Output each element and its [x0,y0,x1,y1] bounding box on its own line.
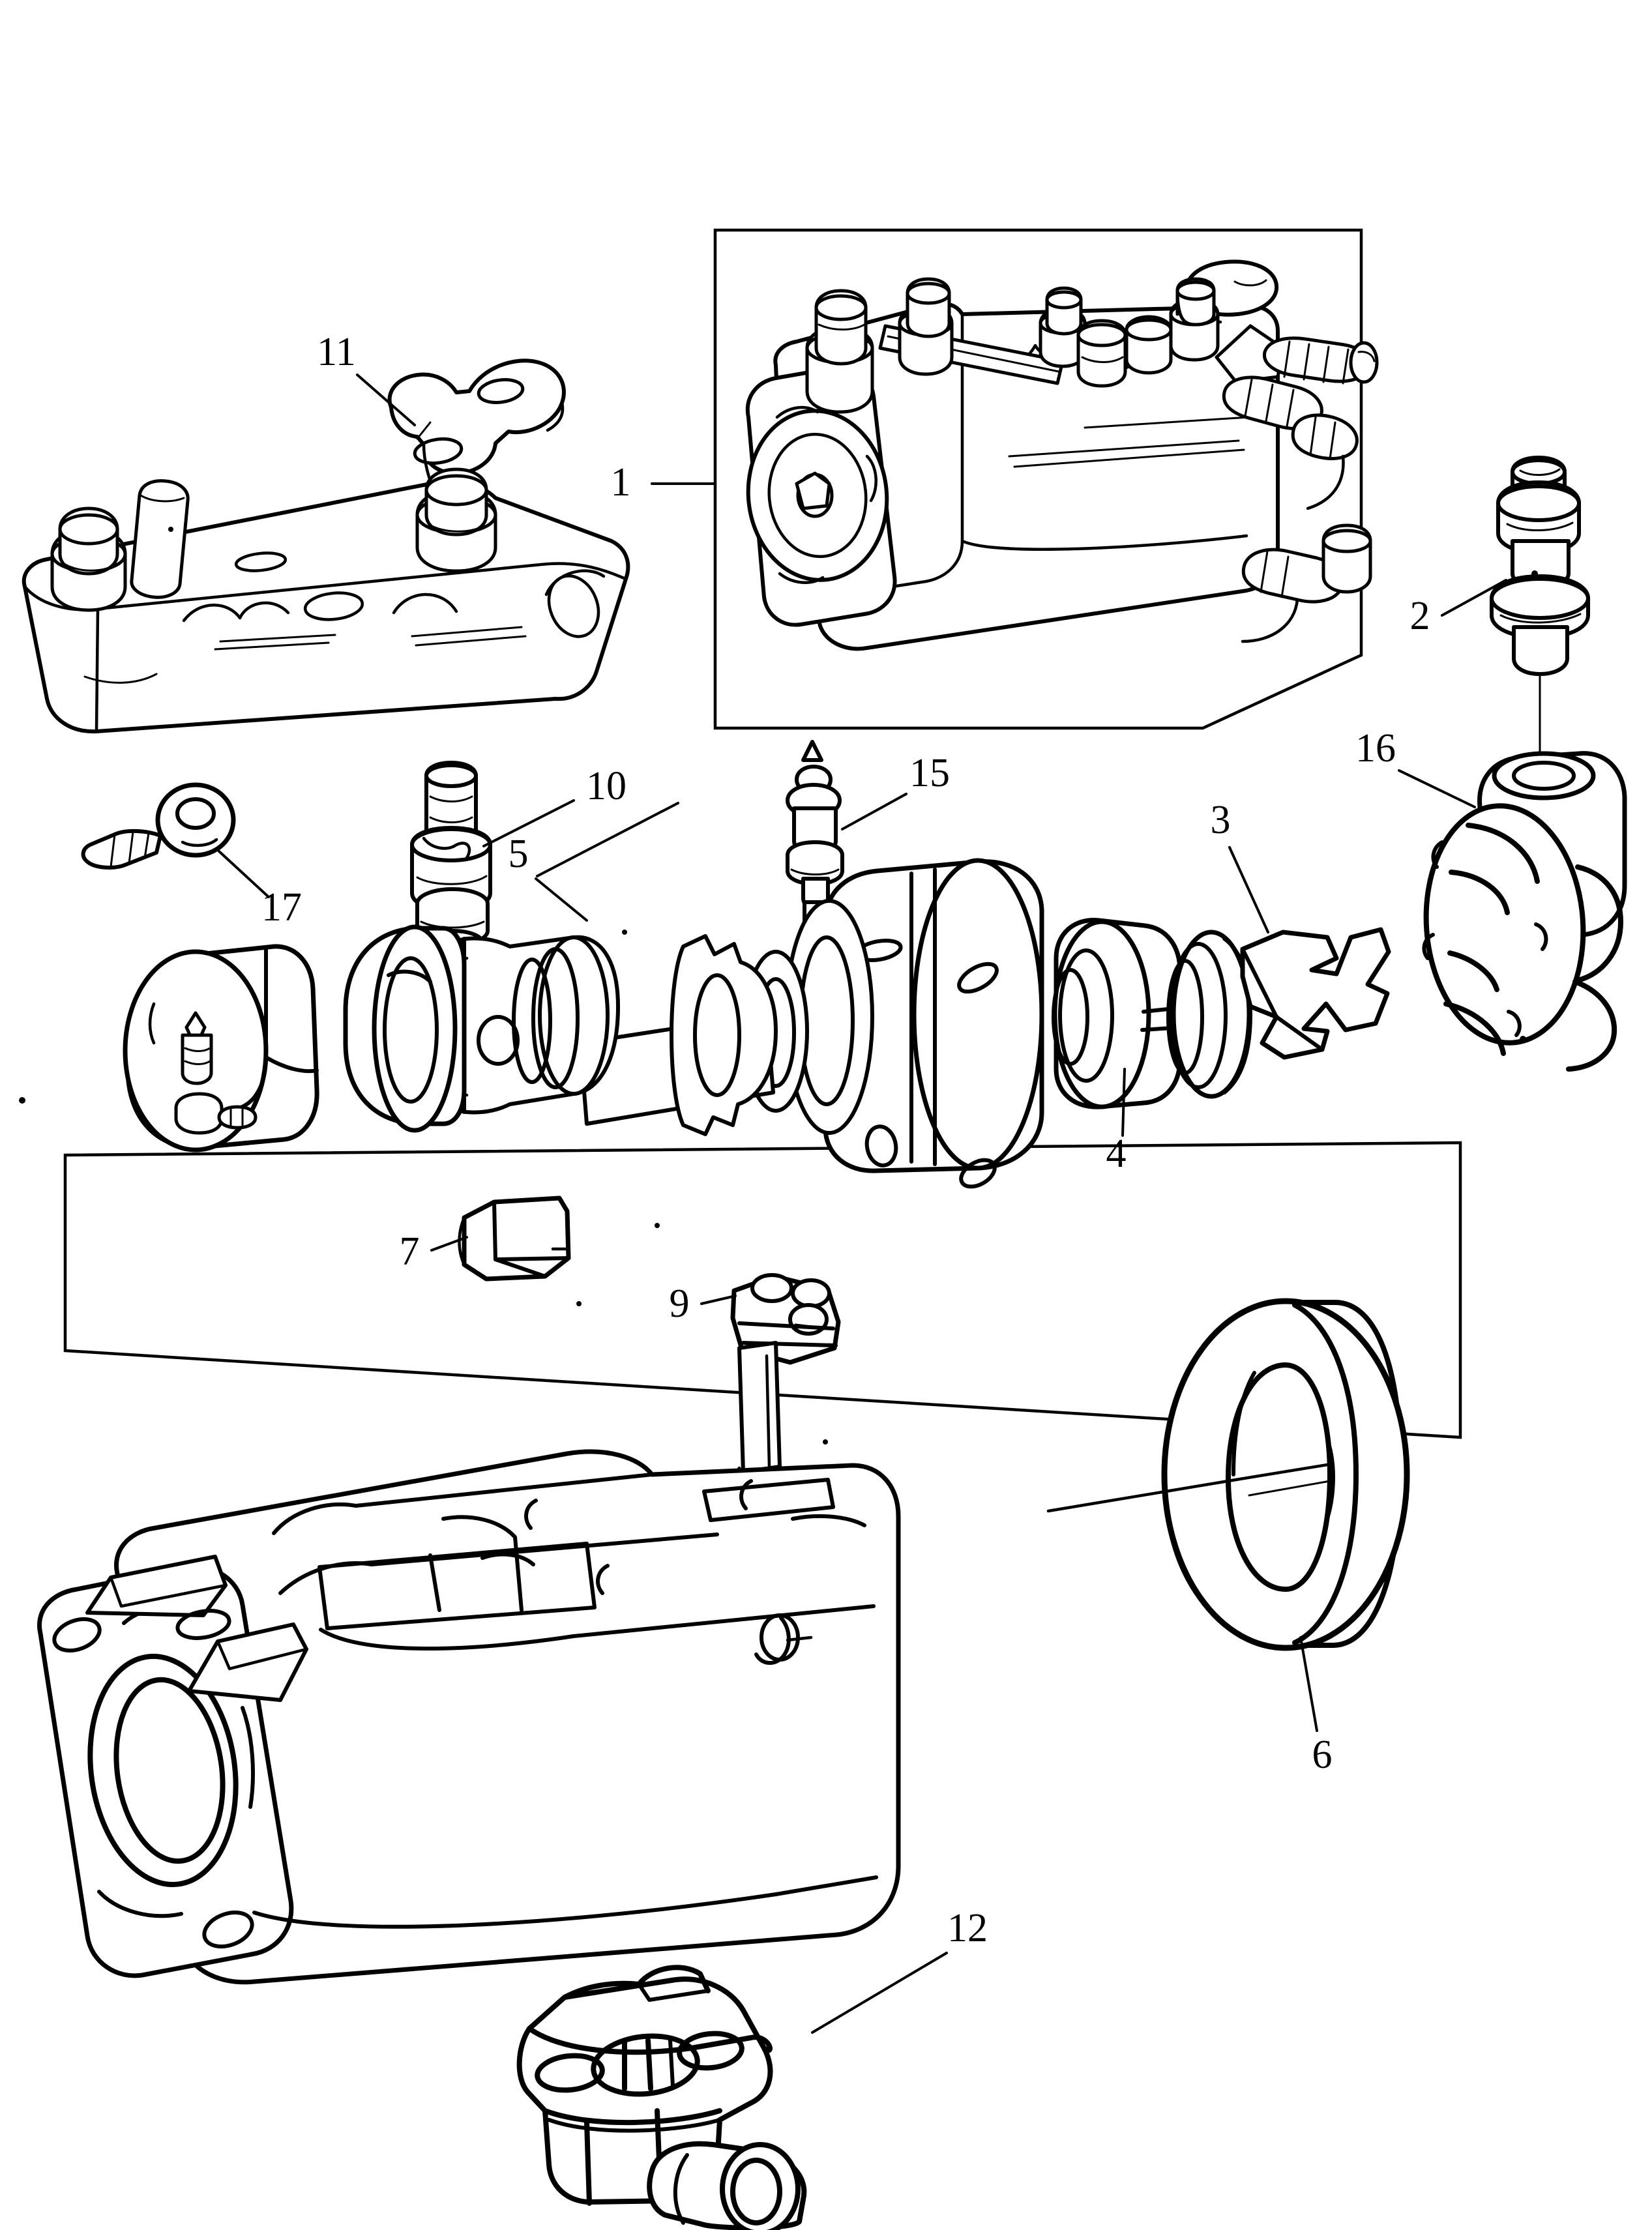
callout-6[interactable]: 6 [1299,1636,1333,1777]
region-box-pump-assembly [713,228,1363,730]
cover-boss-left [50,506,127,612]
callout-number: 10 [586,764,627,808]
pump-union-nut-2 [1125,315,1173,375]
callout-number: 1 [611,460,631,505]
pump-elbow-top [1215,324,1379,385]
scan-specks [19,527,828,1445]
callout-number: 3 [1211,798,1231,842]
pump-union-nut-1 [1076,319,1127,388]
callout-5[interactable]: 5 [509,802,679,922]
pump-top-bolt-1 [898,277,954,376]
pump-top-bolt-2 [1039,286,1087,368]
part-eye-connector [81,782,236,870]
callout-11[interactable]: 11 [317,330,416,426]
part-banjo-bolt [1490,456,1590,814]
pump-elbow-lower [1222,375,1359,510]
part-delivery-valve [702,1273,841,1488]
part-roller-shoe [458,1196,571,1282]
part-sleeve-bushing [1052,918,1252,1109]
callout-number: 11 [317,330,356,374]
callout-number: 7 [400,1229,420,1274]
callout-4[interactable]: 4 [1106,1068,1127,1176]
hub-screw [174,1011,258,1135]
callout-layer: 1 2 3 4 5 6 7 9 [218,330,1507,2034]
callout-10[interactable]: 10 [482,764,627,847]
callout-number: 2 [1410,594,1430,638]
pump-inlet-fitting [805,289,874,414]
cover-boss-right [415,467,497,573]
callout-17[interactable]: 17 [218,850,302,930]
callout-7[interactable]: 7 [400,1229,468,1274]
callout-number: 16 [1355,726,1396,770]
part-coupling-bracket [1240,927,1391,1060]
callout-number: 5 [509,832,529,876]
callout-16[interactable]: 16 [1355,726,1476,808]
part-pump-head-cover [22,467,630,734]
part-cam-ring [1046,1298,1410,1651]
callout-9[interactable]: 9 [670,1282,737,1326]
callout-number: 4 [1106,1132,1127,1176]
part-rotor-hub-left [123,944,319,1152]
callout-number: 12 [947,1906,988,1950]
callout-3[interactable]: 3 [1211,798,1269,933]
part-injection-pump [745,259,1379,651]
part-cam-hub-disc [343,924,467,1133]
callout-number: 15 [909,751,950,795]
part-splined-coupling [670,934,778,1136]
callout-1[interactable]: 1 [611,460,716,505]
callout-15[interactable]: 15 [841,751,950,830]
callout-number: 9 [670,1282,690,1326]
cover-plug-left [130,479,190,599]
callout-12[interactable]: 12 [811,1906,988,2034]
pump-side-fitting [1241,523,1372,643]
pump-bolt-lever [1169,277,1220,362]
part-feed-pump-cover [516,1965,807,2230]
callout-2[interactable]: 2 [1410,579,1507,638]
part-overflow-valve [786,740,844,937]
part-rotor-head-assembly [743,858,1044,1189]
part-pump-housing-body [37,1449,901,1985]
part-end-cover [1422,751,1627,1072]
callout-number: 6 [1312,1733,1333,1777]
callout-number: 17 [261,885,302,930]
